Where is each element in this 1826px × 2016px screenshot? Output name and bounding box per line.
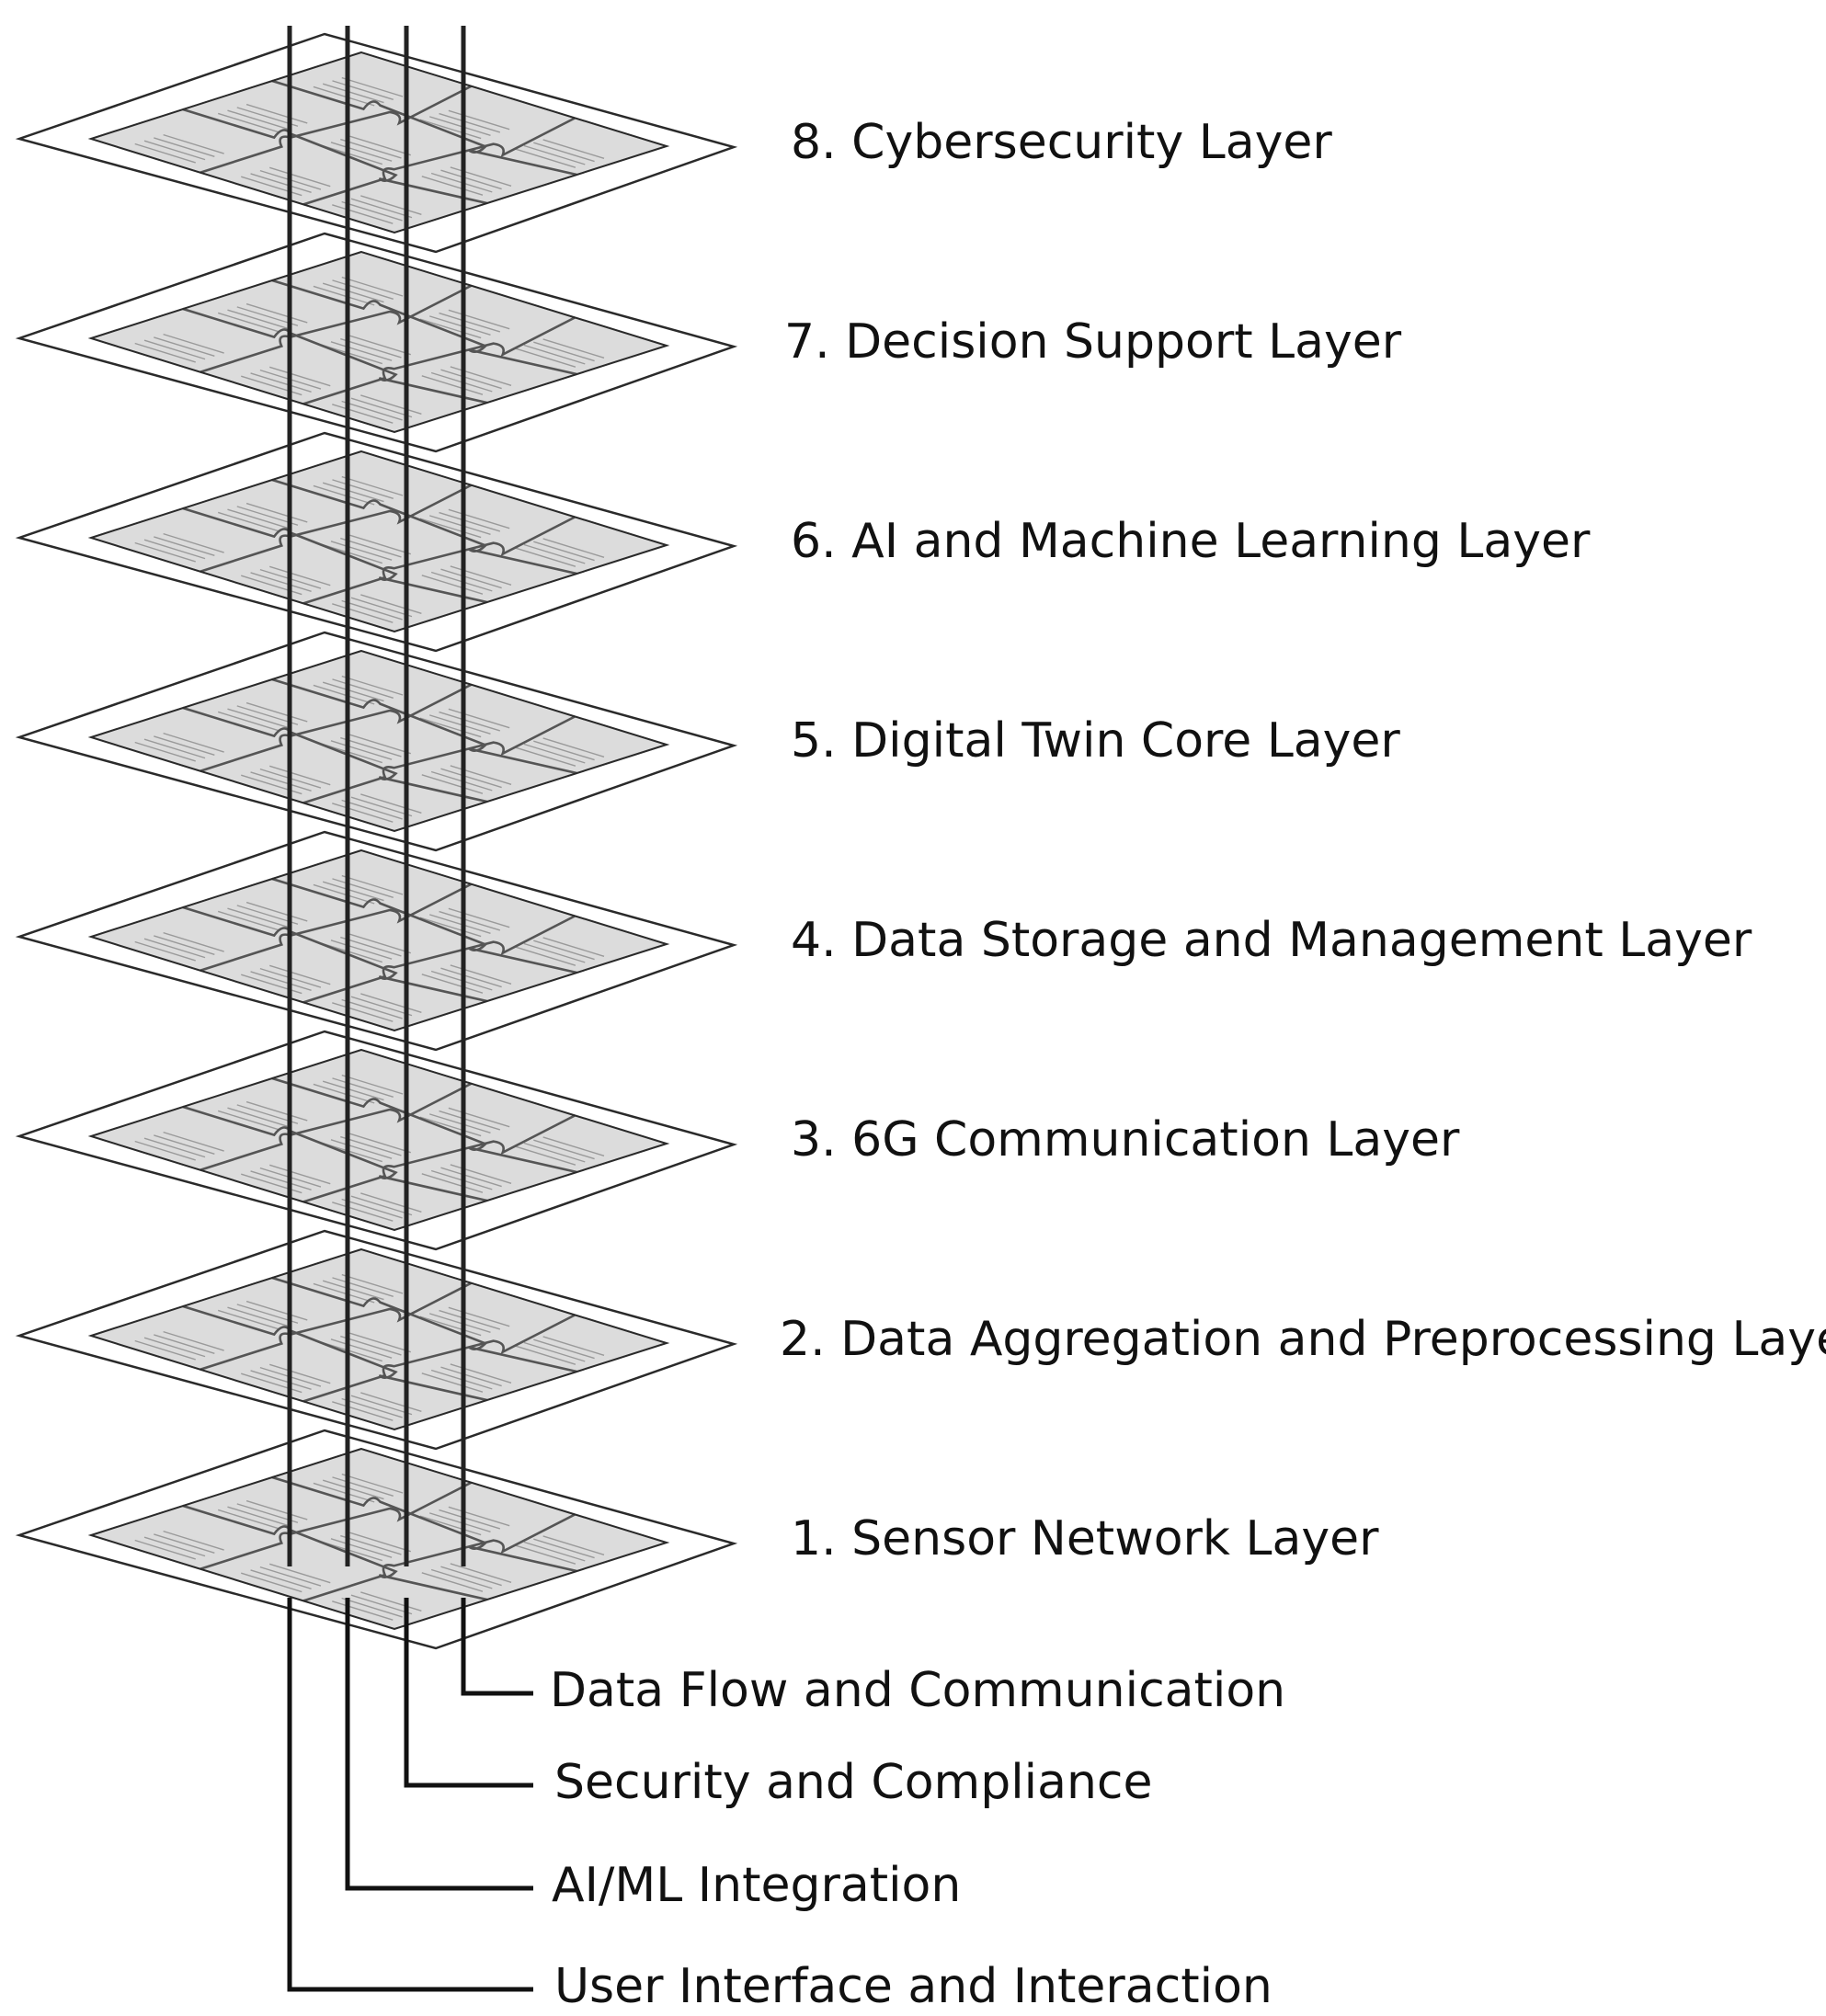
plate-inner-frame xyxy=(87,1048,670,1232)
plate-panel xyxy=(88,849,669,1031)
panel-hatching xyxy=(134,276,605,424)
legend-label-user-interface: User Interface and Interaction xyxy=(554,1959,1272,2014)
layer-plate xyxy=(15,830,738,1052)
plate-panel xyxy=(88,650,669,832)
legend-label-ai-ml: AI/ML Integration xyxy=(552,1858,961,1913)
puzzle-seams xyxy=(182,279,577,405)
panel-hatching xyxy=(134,675,605,823)
plate-inner-frame xyxy=(87,849,670,1032)
plate-inner-frame xyxy=(87,1447,670,1631)
puzzle-seams xyxy=(182,877,577,1004)
legend-connector xyxy=(345,1598,533,1891)
puzzle-seams xyxy=(182,79,577,206)
plate-panel xyxy=(88,1049,669,1231)
legend-label-data-flow: Data Flow and Communication xyxy=(550,1663,1285,1718)
layer-label: 6. AI and Machine Learning Layer xyxy=(791,514,1591,569)
layer-label: 8. Cybersecurity Layer xyxy=(791,115,1332,170)
panel-hatching xyxy=(134,1273,605,1421)
plate-panel xyxy=(88,251,669,433)
puzzle-seams xyxy=(182,678,577,804)
legend-label-security: Security and Compliance xyxy=(554,1755,1153,1810)
panel-hatching xyxy=(134,76,605,224)
layer-label: 2. Data Aggregation and Preprocessing La… xyxy=(780,1312,1826,1367)
puzzle-seams xyxy=(182,1076,577,1203)
plate-panel xyxy=(88,51,669,233)
layer-stack: 8. Cybersecurity Layer 7. Decision Suppor… xyxy=(15,26,1826,1650)
layer-plate xyxy=(15,1229,738,1451)
layer-plate xyxy=(15,1030,738,1251)
panel-hatching xyxy=(134,1074,605,1222)
layer-plate xyxy=(15,631,738,852)
plate-panel xyxy=(88,1248,669,1430)
plate-inner-frame xyxy=(87,1247,670,1431)
panel-hatching xyxy=(134,1473,605,1621)
integration-rods xyxy=(287,26,466,1566)
legend-connector xyxy=(461,1598,533,1696)
layer-label: 4. Data Storage and Management Layer xyxy=(791,913,1752,968)
plate-inner-frame xyxy=(87,51,670,234)
layer-label: 5. Digital Twin Core Layer xyxy=(791,713,1400,769)
legend: Data Flow and Communication Security and… xyxy=(287,1598,1285,2014)
plate-panel xyxy=(88,450,669,632)
layer-label: 1. Sensor Network Layer xyxy=(791,1511,1379,1566)
plate-panel xyxy=(88,1448,669,1630)
layer-label: 7. Decision Support Layer xyxy=(784,314,1402,370)
plate-inner-frame xyxy=(87,649,670,833)
layer-plate xyxy=(15,431,738,653)
plate-inner-frame xyxy=(87,450,670,633)
layer-plate xyxy=(15,1429,738,1650)
puzzle-seams xyxy=(182,1276,577,1403)
legend-connector xyxy=(287,1598,533,1992)
puzzle-seams xyxy=(182,1475,577,1602)
plate-inner-frame xyxy=(87,250,670,434)
layer-plate xyxy=(15,232,738,453)
layer-plate xyxy=(15,32,738,254)
legend-connector xyxy=(404,1598,533,1788)
layer-label: 3. 6G Communication Layer xyxy=(791,1112,1460,1167)
puzzle-seams xyxy=(182,478,577,605)
panel-hatching xyxy=(134,874,605,1022)
